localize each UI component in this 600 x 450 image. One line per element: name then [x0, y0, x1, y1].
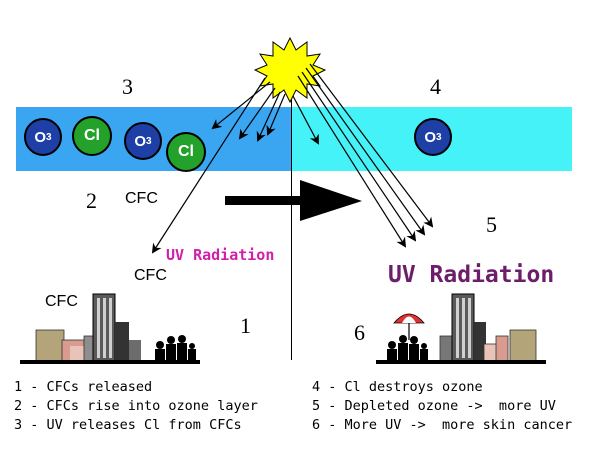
legend-item: 5 - Depleted ozone -> more UV	[312, 398, 556, 414]
uv-radiation-label-large: UV Radiation	[388, 262, 555, 288]
legend-item: 3 - UV releases Cl from CFCs	[14, 417, 242, 433]
uv-rays-left	[151, 77, 319, 254]
uv-radiation-label-small: UV Radiation	[166, 246, 275, 264]
cfc-label: CFC	[45, 293, 78, 310]
cfc-label: CFC	[134, 267, 167, 284]
section-number-5: 5	[486, 212, 497, 237]
transition-arrow-icon	[225, 180, 362, 221]
section-number-3: 3	[122, 74, 133, 99]
legend-item: 4 - Cl destroys ozone	[312, 379, 483, 395]
legend-item: 1 - CFCs released	[14, 379, 153, 395]
people-left-icon	[155, 335, 196, 362]
section-number-4: 4	[430, 74, 441, 99]
section-number-2: 2	[86, 188, 97, 213]
umbrella-icon	[393, 313, 425, 340]
chlorine-atom: Cl	[166, 132, 206, 172]
city-left-icon	[20, 293, 200, 364]
section-number-6: 6	[354, 320, 365, 345]
cfc-label: CFC	[125, 190, 158, 207]
sun-icon	[253, 36, 327, 104]
city-right-icon	[376, 293, 546, 364]
legend-item: 2 - CFCs rise into ozone layer	[14, 398, 258, 414]
uv-rays-right	[297, 63, 434, 248]
legend-left: 1 - CFCs released 2 - CFCs rise into ozon…	[14, 378, 258, 435]
legend-right: 4 - Cl destroys ozone 5 - Depleted ozone …	[312, 378, 572, 435]
center-divider	[291, 98, 292, 360]
chlorine-atom: Cl	[72, 116, 112, 156]
section-number-1: 1	[240, 313, 251, 338]
people-right-icon	[387, 335, 428, 362]
legend-item: 6 - More UV -> more skin cancer	[312, 417, 573, 433]
